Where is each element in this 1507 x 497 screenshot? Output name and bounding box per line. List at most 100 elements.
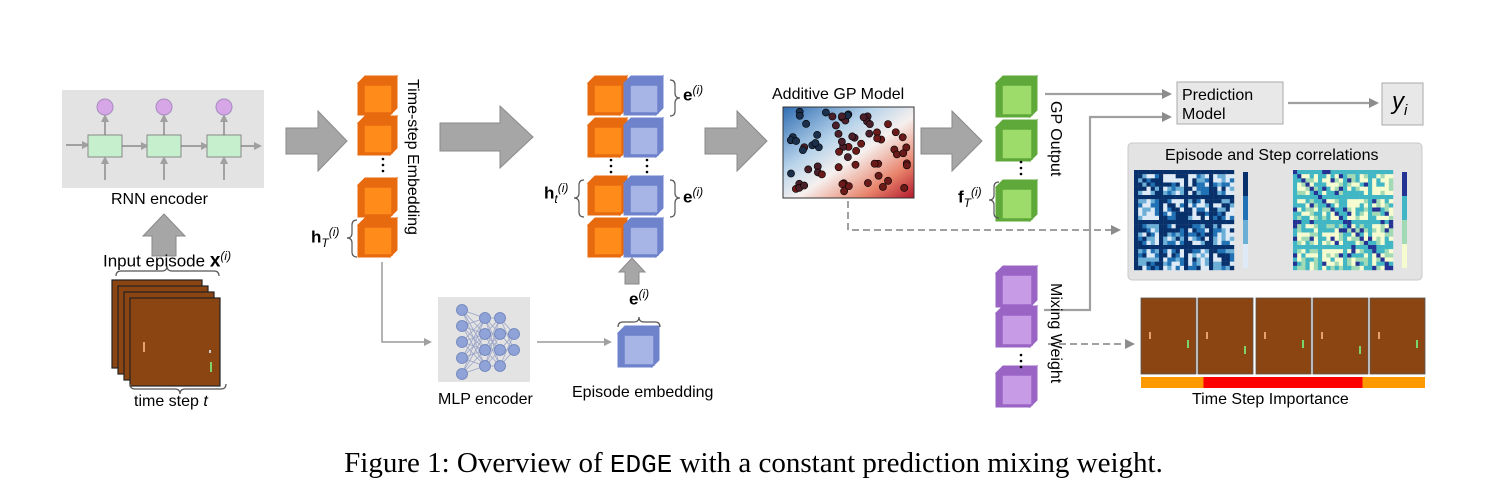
purple-cube-0 bbox=[994, 264, 1039, 309]
input-episode-superscript: (i) bbox=[220, 249, 232, 263]
gp-point-34 bbox=[891, 128, 900, 137]
step-colorbar bbox=[1402, 172, 1407, 268]
e-label-mid: e(i) bbox=[683, 186, 703, 206]
importance-frame-marker-b-0 bbox=[1187, 340, 1189, 348]
importance-frame-marker-b-3 bbox=[1359, 346, 1361, 354]
importance-frame-marker-a-0 bbox=[1149, 332, 1151, 339]
rnn-to-embedding-arrow bbox=[285, 109, 348, 173]
gp-point-69 bbox=[832, 121, 840, 130]
gp-point-58 bbox=[879, 182, 887, 191]
orange-cube-0 bbox=[356, 74, 399, 117]
input-episode-text: Input episode bbox=[103, 251, 206, 271]
time-step-importance-label: Time Step Importance bbox=[1192, 391, 1349, 408]
gp-point-67 bbox=[848, 132, 857, 141]
hT-subscript: T bbox=[321, 236, 329, 251]
gp-point-57 bbox=[835, 147, 843, 156]
gp-point-35 bbox=[804, 165, 813, 174]
gp-point-51 bbox=[821, 108, 830, 117]
hT-symbol: h bbox=[311, 227, 322, 247]
gp-point-54 bbox=[800, 181, 809, 190]
importance-frame-marker-b-1 bbox=[1244, 346, 1246, 354]
episode-embedding-up-arrow bbox=[617, 257, 647, 285]
concat-orange-cube-2 bbox=[586, 174, 629, 217]
output-label: yi bbox=[1392, 90, 1407, 118]
gp-output-label: GP Output bbox=[1047, 101, 1064, 177]
mlp-node-1-3 bbox=[479, 360, 491, 372]
ht-superscript: (i) bbox=[557, 181, 569, 195]
mlp-encoder-network bbox=[438, 297, 530, 382]
gp-point-42 bbox=[813, 130, 822, 139]
fT-symbol: f bbox=[958, 187, 964, 207]
gp-point-10 bbox=[865, 129, 874, 138]
time-step-text: time step bbox=[134, 393, 199, 410]
gp-point-43 bbox=[802, 119, 811, 128]
prediction-model-label: Prediction Model bbox=[1182, 87, 1254, 123]
concat-blue-cube-2 bbox=[622, 174, 665, 217]
gp-point-25 bbox=[900, 183, 909, 192]
importance-segment-0 bbox=[1141, 377, 1204, 388]
e-brace-mid bbox=[669, 179, 681, 218]
importance-frame-marker-a-1 bbox=[1206, 332, 1208, 339]
time-step-label: time step t bbox=[134, 394, 208, 410]
embedding-to-concat-arrow bbox=[439, 104, 534, 170]
concat-blue-cube-0 bbox=[622, 74, 665, 117]
fT-subscript: T bbox=[963, 196, 972, 211]
mlp-node-2-3 bbox=[494, 360, 506, 372]
gp-point-52 bbox=[837, 137, 846, 146]
caption-suffix: with a constant prediction mixing weight… bbox=[679, 447, 1163, 479]
mixing-to-prediction-arrow bbox=[1044, 112, 1172, 312]
fT-brace bbox=[988, 181, 1000, 219]
gp-point-28 bbox=[811, 139, 820, 147]
hT-superscript: (i) bbox=[328, 225, 340, 239]
input-episode-frames bbox=[111, 279, 221, 387]
output-subscript: i bbox=[1404, 101, 1408, 119]
gp-point-39 bbox=[884, 176, 892, 185]
mlp-node-1-0 bbox=[479, 312, 491, 324]
gp-point-53 bbox=[893, 150, 901, 159]
gp-point-3 bbox=[834, 129, 843, 138]
input-episode-brace bbox=[115, 265, 220, 277]
ht-label: ht(i) bbox=[544, 182, 568, 205]
hT-label: hT(i) bbox=[311, 226, 339, 249]
input-episode-symbol: x bbox=[209, 250, 221, 272]
e-label-bottom: e(i) bbox=[629, 288, 649, 308]
importance-frame-marker-a-3 bbox=[1321, 332, 1323, 339]
gp-point-63 bbox=[838, 180, 847, 189]
mlp-node-1-1 bbox=[479, 328, 491, 340]
gp-point-37 bbox=[884, 120, 892, 129]
e-superscript-top: (i) bbox=[692, 83, 704, 97]
e-symbol-top: e bbox=[683, 85, 693, 105]
output-symbol: y bbox=[1392, 88, 1404, 115]
mlp-node-3-1 bbox=[508, 344, 520, 356]
importance-frames bbox=[1140, 297, 1426, 375]
mlp-encoder-label: MLP encoder bbox=[438, 391, 533, 408]
mlp-node-0-1 bbox=[456, 320, 468, 332]
input-frame-marker-a bbox=[143, 342, 145, 352]
mlp-node-0-4 bbox=[456, 368, 468, 380]
mlp-node-2-0 bbox=[494, 312, 506, 324]
importance-frame-0 bbox=[1140, 297, 1197, 375]
prediction-model-box bbox=[1176, 81, 1284, 125]
stack-ellipsis-dots bbox=[381, 157, 1023, 369]
gp-to-output-arrow bbox=[920, 109, 983, 173]
step-correlation-heatmap bbox=[1293, 170, 1394, 271]
importance-segment-2 bbox=[1362, 377, 1425, 388]
mlp-node-1-2 bbox=[479, 344, 491, 356]
caption-method: EDGE bbox=[609, 450, 673, 480]
green-cube-0 bbox=[994, 74, 1039, 119]
input-frame-marker-b bbox=[210, 362, 212, 372]
gp-point-60 bbox=[838, 112, 846, 121]
gp-point-66 bbox=[865, 120, 874, 129]
orange-cube-2 bbox=[356, 176, 399, 219]
rnn-encoder-label: RNN encoder bbox=[111, 191, 208, 208]
concat-orange-cube-1 bbox=[586, 116, 629, 159]
episode-correlation-heatmap bbox=[1134, 170, 1235, 271]
gp-point-0 bbox=[843, 153, 852, 162]
episode-embedding-label: Episode embedding bbox=[572, 384, 714, 401]
concat-blue-cube-1 bbox=[622, 116, 665, 159]
episode-embedding-cube bbox=[616, 324, 661, 369]
episode-colorbar bbox=[1243, 172, 1248, 268]
ht-subscript: t bbox=[554, 192, 558, 207]
